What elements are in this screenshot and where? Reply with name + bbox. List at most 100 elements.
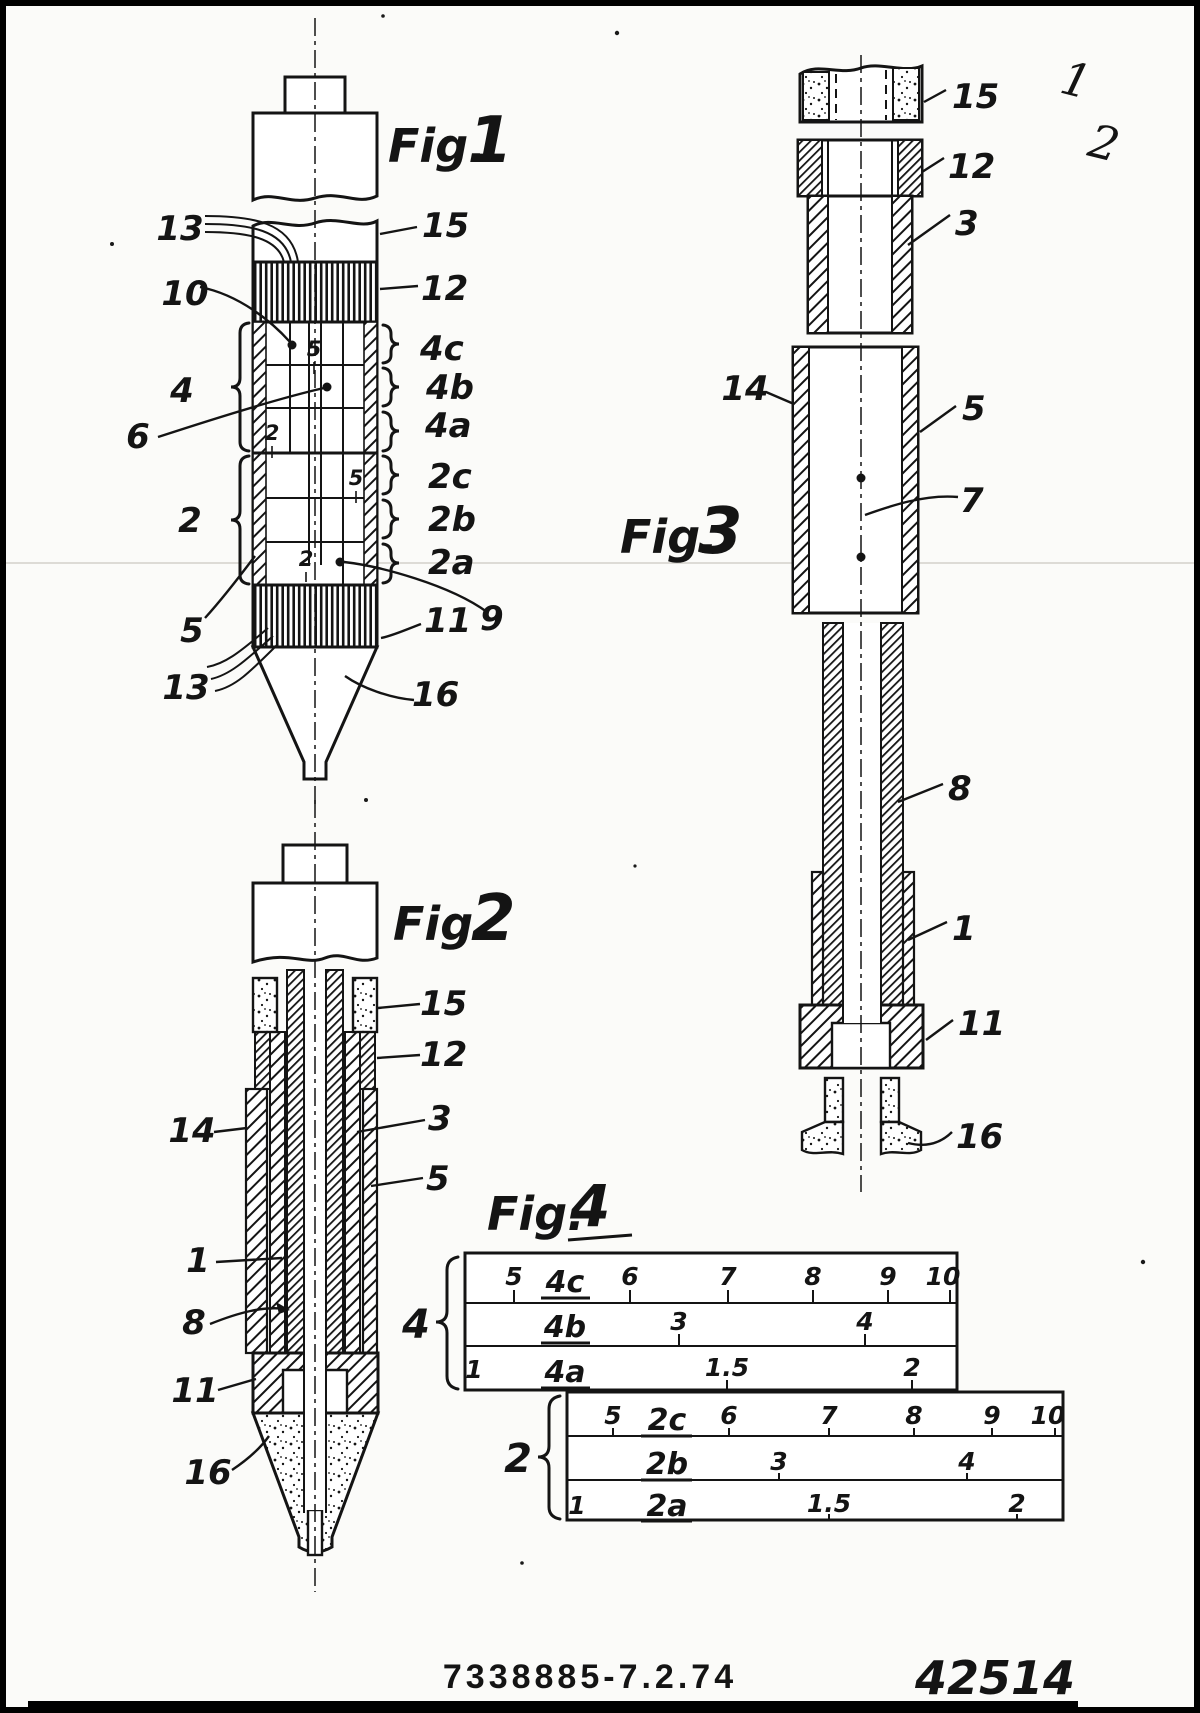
fig1-brace-2b bbox=[381, 498, 400, 540]
fig3-label-16: 16 bbox=[956, 1117, 1003, 1157]
fig3-collar-hatch-right bbox=[897, 139, 923, 197]
fig3-label-8: 8 bbox=[948, 769, 972, 809]
fig2-label-5: 5 bbox=[426, 1159, 450, 1199]
fig3-tip-16 bbox=[800, 1076, 923, 1156]
fig3-rod8-wall-right bbox=[880, 622, 904, 1006]
fig3-tube3-hatch-right bbox=[891, 195, 913, 334]
fig3-label-14: 14 bbox=[721, 369, 768, 409]
fig4-upper-row-4b: 3 4 4b bbox=[541, 1307, 874, 1345]
tick-label: 2 bbox=[903, 1353, 920, 1382]
fig4-lower-row-2b: 3 4 2b bbox=[641, 1447, 976, 1482]
fig1-leaders bbox=[157, 225, 488, 702]
fig3-drawing: 15 12 3 14 5 7 8 1 11 16 Fig. 3 bbox=[620, 55, 1005, 1192]
fig3-mark-dot-lower bbox=[856, 552, 866, 562]
fig2-label-16: 16 bbox=[184, 1453, 231, 1493]
fig1-internal-mark-2-lower: 2 bbox=[299, 547, 314, 571]
fig2-leaders bbox=[209, 1002, 426, 1471]
fig3-title-word: Fig. bbox=[620, 510, 718, 564]
fig3-label-1: 1 bbox=[952, 909, 976, 949]
tick-label: 8 bbox=[804, 1262, 821, 1291]
row-label-2b: 2b bbox=[646, 1447, 688, 1482]
fig4-lower-row-2a: 1 1.5 2 2a bbox=[568, 1489, 1025, 1524]
fig2-sleeve14-left bbox=[244, 1087, 269, 1355]
fig1-inner-structure bbox=[253, 322, 377, 585]
fig4-group-label-4: 4 bbox=[401, 1302, 430, 1348]
fig1-label-4a: 4a bbox=[424, 406, 472, 446]
tick-label: 2 bbox=[1008, 1489, 1025, 1518]
fig1-drawing: 5 2 5 2 bbox=[126, 18, 513, 808]
fig1-body-below-break bbox=[251, 218, 379, 264]
fig1-contact-dot-10 bbox=[287, 340, 297, 350]
fig3-label-11: 11 bbox=[958, 1004, 1005, 1044]
handwritten-serial: 42514 bbox=[914, 1651, 1075, 1705]
fig1-label-6: 6 bbox=[126, 417, 150, 457]
fig4-upper-row-4c: 5 6 7 8 9 10 4c bbox=[505, 1262, 960, 1302]
corner-note-1: 1 bbox=[1055, 50, 1096, 109]
fig1-brace-4c bbox=[381, 323, 400, 365]
fig3-title-number: 3 bbox=[698, 495, 743, 569]
bottom-edge-band bbox=[28, 1701, 1078, 1710]
fig3-leaders bbox=[765, 88, 959, 1146]
fig1-label-13-top: 13 bbox=[156, 209, 203, 249]
fig2-title-word: Fig. bbox=[393, 897, 491, 951]
fig1-label-10: 10 bbox=[161, 274, 208, 314]
tick-label: 6 bbox=[720, 1401, 737, 1430]
fig3-label-7: 7 bbox=[960, 481, 984, 521]
fig1-label-12: 12 bbox=[421, 269, 468, 309]
fig3-sleeve1-left bbox=[810, 870, 825, 1007]
tick-label: 4 bbox=[957, 1447, 975, 1476]
fig3-label-3: 3 bbox=[955, 204, 979, 244]
fig1-label-4c: 4c bbox=[419, 329, 464, 369]
tick-label: 6 bbox=[621, 1262, 638, 1291]
fig1-cables-top bbox=[204, 215, 299, 263]
tick-label: 1 bbox=[568, 1491, 585, 1520]
fig1-brace-section2 bbox=[230, 454, 251, 586]
fig2-collar12-right bbox=[359, 1031, 376, 1090]
fig1-contact-dot-9 bbox=[335, 557, 345, 567]
fig2-drawing: 15 12 3 14 5 1 8 11 16 Fig. 2 bbox=[168, 800, 516, 1592]
tick-label: 1.5 bbox=[705, 1353, 749, 1382]
tick-label: 10 bbox=[1031, 1401, 1066, 1430]
fig1-title-word: Fig. bbox=[388, 119, 486, 173]
fig1-label-2b: 2b bbox=[428, 500, 476, 540]
fig4-brace-2 bbox=[537, 1394, 562, 1521]
fig3-cap-stipple-left bbox=[802, 71, 830, 121]
row-label-4b: 4b bbox=[543, 1310, 586, 1345]
fig2-tube3-wall-right bbox=[344, 1031, 361, 1354]
fig3-label-15: 15 bbox=[952, 77, 999, 117]
fig4-title-number: 4 bbox=[569, 1172, 610, 1240]
fig4-upper-scale: 5 6 7 8 9 10 4c 3 4 4b 1 bbox=[401, 1251, 960, 1392]
fig1-label-4: 4 bbox=[169, 371, 194, 411]
fig2-label-8: 8 bbox=[182, 1303, 206, 1343]
fig3-rod-channel bbox=[843, 623, 881, 1023]
tick-label: 3 bbox=[770, 1447, 787, 1476]
fig1-label-15: 15 bbox=[422, 206, 469, 246]
fig3-label-12: 12 bbox=[948, 147, 995, 187]
fig1-label-2a: 2a bbox=[428, 543, 475, 583]
tick-label: 3 bbox=[670, 1307, 687, 1336]
fig4-lower-scale: 5 6 7 8 9 10 2c 3 4 2b 1 bbox=[504, 1390, 1066, 1524]
fig1-label-2: 2 bbox=[178, 501, 202, 541]
fig1-brace-2a bbox=[381, 542, 400, 585]
fig2-label-12: 12 bbox=[420, 1035, 467, 1075]
fig1-braces bbox=[230, 321, 400, 586]
fig1-title-number: 1 bbox=[468, 104, 513, 178]
fig1-internal-mark-5-lower: 5 bbox=[349, 466, 364, 490]
fig2-rod-wall-left bbox=[286, 969, 305, 1369]
tick-label: 9 bbox=[879, 1262, 896, 1291]
tick-label: 9 bbox=[983, 1401, 1000, 1430]
fig1-contact-dot-6 bbox=[322, 382, 332, 392]
fig1-label-4b: 4b bbox=[425, 368, 474, 408]
fig1-brace-4b bbox=[381, 366, 400, 408]
tick-label: 4 bbox=[855, 1307, 873, 1336]
fig2-label-14: 14 bbox=[168, 1111, 215, 1151]
fig4-brace-4 bbox=[435, 1255, 460, 1391]
fig4-scales: Fig. 4 5 6 7 8 9 10 4c 3 bbox=[401, 1172, 1065, 1524]
fig1-label-16: 16 bbox=[412, 675, 459, 715]
fig3-cap-stipple-right bbox=[892, 67, 920, 121]
fig3-rod8-wall-left bbox=[822, 622, 844, 1006]
fig4-group-label-2: 2 bbox=[504, 1436, 532, 1482]
patent-number-stamp: 7338885-7.2.74 bbox=[443, 1658, 737, 1696]
fig3-tube5-hatch-left bbox=[792, 346, 810, 614]
